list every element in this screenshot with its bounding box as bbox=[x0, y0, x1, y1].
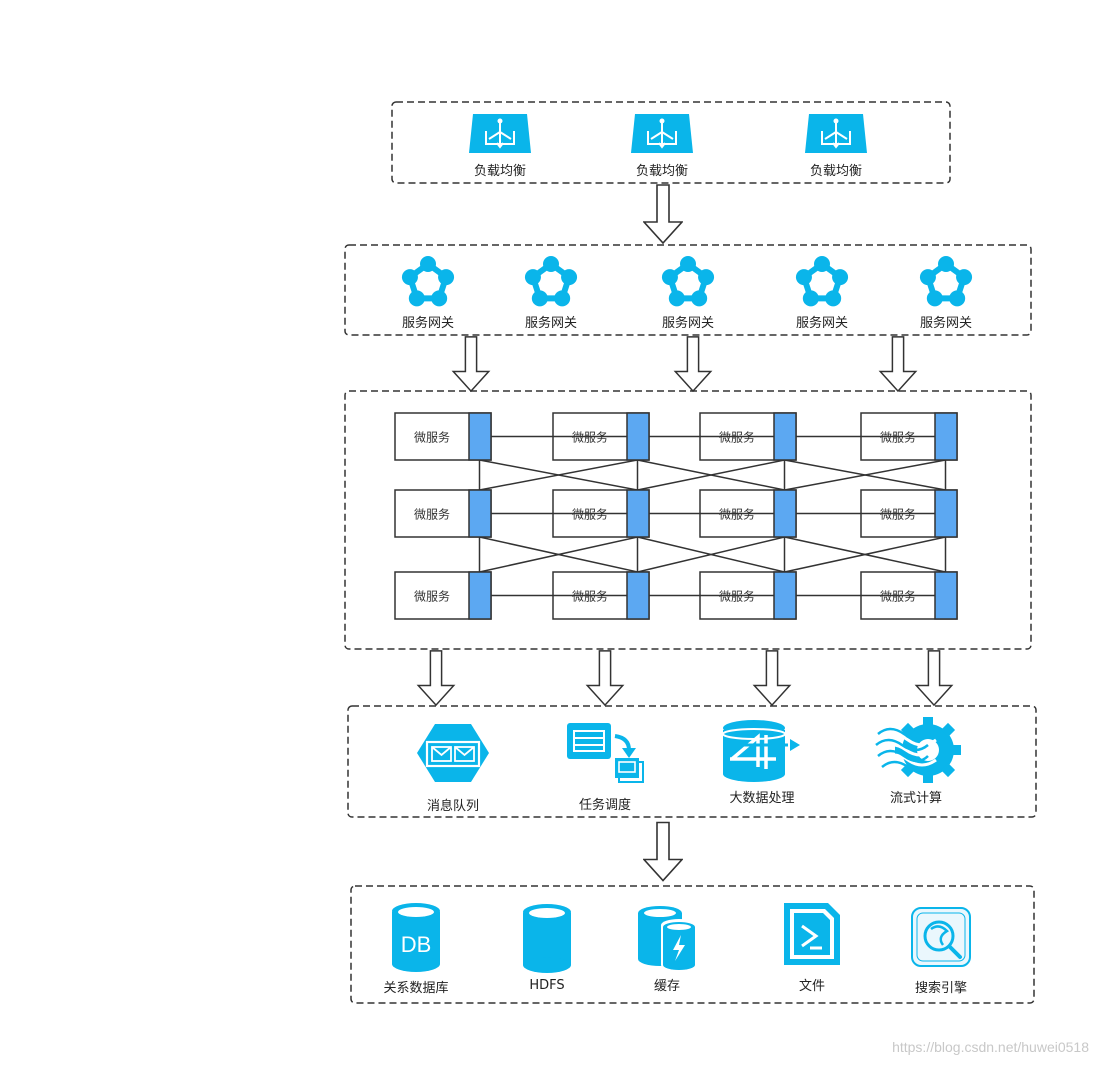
microservice-label: 微服务 bbox=[879, 507, 917, 521]
load-balancer-label: 负载均衡 bbox=[635, 164, 689, 179]
gateway-label: 服务网关 bbox=[919, 316, 973, 331]
microservice-label: 微服务 bbox=[718, 430, 756, 444]
hdfs-icon bbox=[523, 904, 571, 973]
flow-arrow bbox=[915, 650, 953, 706]
microservice-label: 微服务 bbox=[571, 589, 609, 603]
microservice-box bbox=[860, 571, 958, 620]
microservice-handle bbox=[934, 489, 958, 538]
microservice-label: 微服务 bbox=[879, 589, 917, 603]
storage-label: 文件 bbox=[798, 979, 826, 994]
microservice-box bbox=[699, 489, 797, 538]
search-engine-icon bbox=[911, 907, 971, 967]
microservice-handle bbox=[934, 571, 958, 620]
microservice-handle bbox=[626, 489, 650, 538]
microservice-handle bbox=[773, 571, 797, 620]
load-balancer-icon bbox=[805, 114, 867, 153]
microservice-handle bbox=[934, 412, 958, 461]
microservice-label: 微服务 bbox=[571, 430, 609, 444]
gateway-layer bbox=[344, 244, 1032, 336]
connection-line bbox=[784, 536, 946, 573]
load-balancer-label: 负载均衡 bbox=[809, 164, 863, 179]
flow-arrow bbox=[643, 821, 683, 882]
microservice-label: 微服务 bbox=[413, 430, 451, 444]
storage-label: 搜索引擎 bbox=[914, 981, 968, 996]
microservice-handle bbox=[468, 571, 492, 620]
flow-arrow bbox=[586, 650, 624, 706]
file-icon bbox=[784, 903, 840, 965]
microservice-box bbox=[860, 412, 958, 461]
microservice-handle bbox=[626, 571, 650, 620]
load-balancer-label: 负载均衡 bbox=[473, 164, 527, 179]
microservice-box bbox=[699, 412, 797, 461]
middleware-label: 流式计算 bbox=[889, 791, 943, 806]
microservice-box bbox=[394, 489, 492, 538]
gateway-icon bbox=[919, 256, 973, 307]
message-queue-icon bbox=[417, 724, 489, 782]
middleware-layer bbox=[347, 705, 1037, 818]
microservice-handle bbox=[773, 489, 797, 538]
connection-line bbox=[637, 459, 785, 491]
microservice-label: 微服务 bbox=[413, 507, 451, 521]
database-icon: DB bbox=[392, 903, 440, 972]
microservice-handle bbox=[468, 489, 492, 538]
gateway-label: 服务网关 bbox=[401, 316, 455, 331]
gateway-icon bbox=[401, 256, 455, 307]
load-balancer-icon bbox=[469, 114, 531, 153]
microservice-box bbox=[552, 571, 650, 620]
load-balancer-layer bbox=[391, 101, 951, 184]
gateway-label: 服务网关 bbox=[661, 316, 715, 331]
task-scheduling-icon bbox=[567, 723, 644, 783]
middleware-label: 任务调度 bbox=[578, 798, 632, 813]
connection-line bbox=[784, 459, 946, 491]
microservice-handle bbox=[773, 412, 797, 461]
big-data-icon bbox=[722, 720, 800, 782]
stream-computing-icon bbox=[875, 717, 961, 783]
microservice-box bbox=[552, 489, 650, 538]
cache-icon bbox=[638, 906, 697, 971]
flow-arrow bbox=[643, 184, 683, 244]
gateway-label: 服务网关 bbox=[524, 316, 578, 331]
connection-line bbox=[637, 536, 785, 573]
microservice-handle bbox=[468, 412, 492, 461]
connection-line bbox=[479, 536, 638, 573]
storage-label: 关系数据库 bbox=[383, 981, 449, 996]
microservice-label: 微服务 bbox=[718, 589, 756, 603]
microservice-box bbox=[552, 412, 650, 461]
middleware-label: 大数据处理 bbox=[729, 791, 795, 806]
microservice-box bbox=[860, 489, 958, 538]
database-icon-text: DB bbox=[401, 932, 432, 957]
gateway-icon bbox=[795, 256, 849, 307]
microservice-box bbox=[699, 571, 797, 620]
microservice-box bbox=[394, 571, 492, 620]
storage-label: 缓存 bbox=[653, 979, 681, 994]
microservice-layer bbox=[344, 390, 1032, 650]
storage-label: HDFS bbox=[529, 978, 565, 993]
microservice-label: 微服务 bbox=[718, 507, 756, 521]
microservice-label: 微服务 bbox=[879, 430, 917, 444]
gateway-label: 服务网关 bbox=[795, 316, 849, 331]
flow-arrow bbox=[753, 650, 791, 706]
gateway-icon bbox=[661, 256, 715, 307]
microservice-label: 微服务 bbox=[571, 507, 609, 521]
microservice-box bbox=[394, 412, 492, 461]
connection-line bbox=[479, 459, 638, 491]
flow-arrow bbox=[417, 650, 455, 706]
storage-layer bbox=[350, 885, 1035, 1004]
gateway-icon bbox=[524, 256, 578, 307]
middleware-label: 消息队列 bbox=[426, 799, 480, 814]
flow-arrow bbox=[452, 336, 490, 392]
microservice-handle bbox=[626, 412, 650, 461]
microservice-label: 微服务 bbox=[413, 589, 451, 603]
watermark: https://blog.csdn.net/huwei0518 bbox=[892, 1039, 1089, 1055]
load-balancer-icon bbox=[631, 114, 693, 153]
flow-arrow bbox=[879, 336, 917, 392]
flow-arrow bbox=[674, 336, 712, 392]
